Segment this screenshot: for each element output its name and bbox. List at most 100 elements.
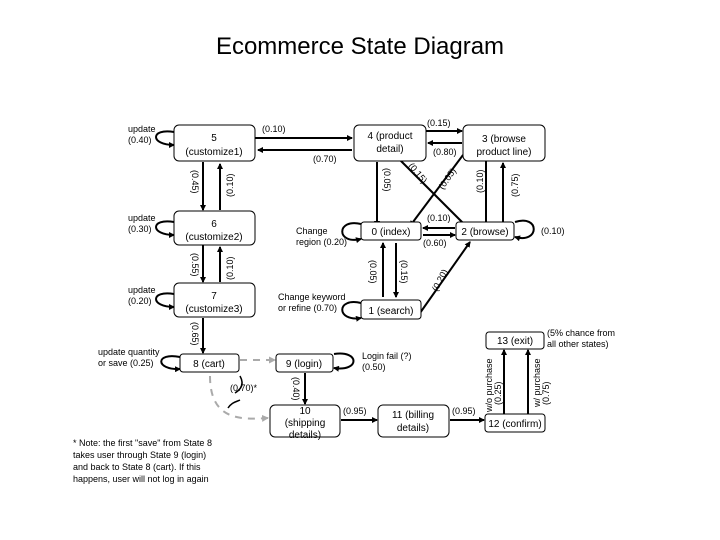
label-7-to-8: (0.65) [190,322,200,346]
node-8-label: 8 (cart) [193,359,225,370]
node-12[interactable]: 12 (confirm) [484,413,546,433]
loop-label-9: Login fail (?) [362,351,412,361]
edge-2-self [514,219,535,242]
node-11-label: 11 (billing [392,410,434,421]
node-5-sublabel: (customize1) [185,147,242,158]
node-6[interactable]: 6 (customize2) [173,210,256,246]
edge-6-self [155,220,175,238]
loop-label-1: Change keyword [278,292,346,302]
node-13[interactable]: 13 (exit) [485,331,545,350]
edge-3-to-0 [409,154,464,227]
loop-label-9-prob: (0.50) [362,362,386,372]
label-3-to-4: (0.80) [433,147,457,157]
label-5-to-4: (0.10) [262,124,286,134]
footnote: * Note: the first "save" from State 8 ta… [73,437,263,485]
node-13-label: 13 (exit) [497,336,533,347]
label-9-to-10: (0.40) [291,377,301,401]
node-9[interactable]: 9 (login) [275,353,334,373]
node-2[interactable]: 2 (browse) [455,221,515,241]
label-11-to-12: (0.95) [452,406,476,416]
label-6-to-7: (0.55) [190,253,200,277]
edge-5-self [155,130,175,148]
loop-label-8: update quantity [98,347,160,357]
node-9-label: 9 (login) [286,359,322,370]
annotation-arrow-up [234,375,243,394]
label-4-to-2: (0.15) [406,161,429,185]
label-12-to-13-purchase: w/ purchase [532,358,542,408]
label-0-to-2: (0.60) [423,238,447,248]
node-11-sublabel: details) [397,423,429,434]
node-3-sublabel: product line) [476,147,531,158]
label-0-to-1: (0.15) [399,260,409,284]
node-7-sublabel: (customize3) [185,304,242,315]
loop-label-7: update [128,285,156,295]
node-1[interactable]: 1 (search) [360,299,422,320]
label-2-to-3: (0.75) [510,173,520,197]
label-1-to-0: (0.05) [368,260,378,284]
footnote-line-4: happens, user will not log in again [73,474,209,484]
loop-label-6-prob: (0.30) [128,224,152,234]
loop-label-0: Change [296,226,328,236]
node-1-label: 1 (search) [368,306,413,317]
node-5-label: 5 [211,133,217,144]
node-0-label: 0 (index) [372,227,411,238]
label-8-to-9-to-10: (0.70)* [230,383,258,393]
node-7[interactable]: 7 (customize3) [173,282,256,318]
footnote-line-1: * Note: the first "save" from State 8 [73,438,212,448]
label-12-to-13-purchase-prob: (0.75) [541,381,551,405]
node-4[interactable]: 4 (product detail) [353,124,427,162]
edge-9-self [333,352,355,372]
label-3-to-2: (0.10) [475,169,485,193]
self-loop-labels: update (0.40) update (0.30) update (0.20… [98,124,615,372]
node-10[interactable]: 10 (shipping details) [269,404,341,441]
label-6-to-5: (0.10) [225,173,235,197]
node-10-sublabel2: details) [289,430,321,441]
node-3[interactable]: 3 (browse product line) [462,124,546,162]
label-3-to-0: (0.05) [436,166,458,191]
edges [155,128,535,423]
loop-label-7-prob: (0.20) [128,296,152,306]
label-4-to-0: (0.05) [382,168,392,192]
edge-1-to-2 [419,241,471,314]
node-10-label: 10 [299,406,311,417]
node-5[interactable]: 5 (customize1) [173,124,256,162]
label-1-to-2: (0.20) [430,267,450,292]
node-12-label: 12 (confirm) [488,419,541,430]
edge-8-to-10-dashed [209,375,269,422]
node-2-label: 2 (browse) [461,227,508,238]
loop-label-0-prob: region (0.20) [296,237,347,247]
annotation-arrow-down [227,399,241,409]
label-12-to-13-nopurchase-prob: (0.25) [493,381,503,405]
edge-0-self [341,222,362,244]
edge-1-self [341,301,362,322]
loop-label-6: update [128,213,156,223]
node-11[interactable]: 11 (billing details) [377,404,450,438]
node-0[interactable]: 0 (index) [360,221,422,241]
loop-label-5-prob: (0.40) [128,135,152,145]
edge-7-self [155,292,175,310]
node-3-label: 3 (browse [482,134,526,145]
diagram-title: Ecommerce State Diagram [215,33,505,60]
label-10-to-11: (0.95) [343,406,367,416]
node-7-label: 7 [211,291,217,302]
edge-8-self [160,355,181,373]
footnote-line-3: and back to State 8 (cart). If this [73,462,201,472]
node-4-label: 4 (product [367,131,412,142]
node-6-sublabel: (customize2) [185,232,242,243]
node-4-sublabel: detail) [376,144,403,155]
node-8[interactable]: 8 (cart) [179,353,240,373]
label-5-to-6: (0.45) [190,170,200,194]
loop-label-8-prob: or save (0.25) [98,358,154,368]
footnote-line-2: takes user through State 9 (login) [73,450,207,460]
node-6-label: 6 [211,219,217,230]
edge-labels: (0.10) (0.70) (0.15) (0.80) (0.05) (0.15… [190,118,565,416]
label-2-to-0: (0.10) [427,213,451,223]
label-7-to-6: (0.10) [225,256,235,280]
label-2-self: (0.10) [541,226,565,236]
exit-note-line2: all other states) [547,339,609,349]
exit-note-line1: (5% chance from [547,328,615,338]
node-10-sublabel: (shipping [285,418,326,429]
loop-label-5: update [128,124,156,134]
label-12-to-13-nopurchase: w/o purchase [484,358,494,413]
